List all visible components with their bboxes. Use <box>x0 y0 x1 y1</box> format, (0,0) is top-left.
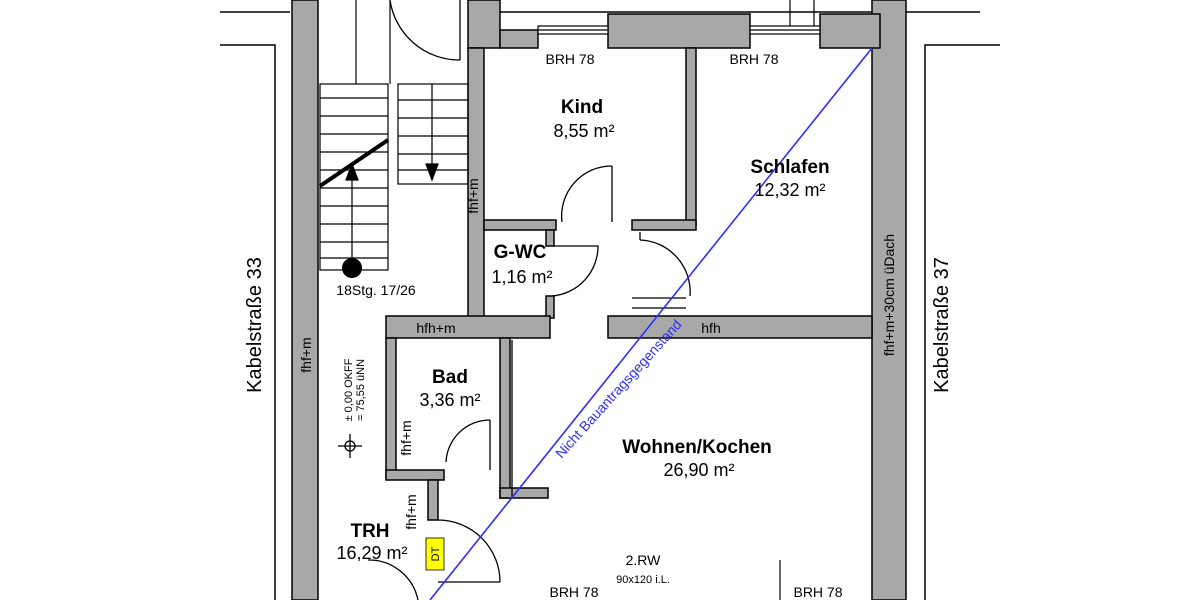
brh-label-top-right: BRH 78 <box>729 51 778 67</box>
label-fhf-m-bad: fhf+m <box>398 420 414 455</box>
room-area-gwc: 1,16 m² <box>491 267 552 287</box>
label-fhf-m-trh: fhf+m <box>403 494 419 529</box>
walls <box>291 0 907 600</box>
street-right: Kabelstraße 37 <box>931 257 953 393</box>
room-area-trh: 16,29 m² <box>336 543 407 563</box>
brh-label-bottom-right: BRH 78 <box>793 584 842 600</box>
brh-label-bottom-left: BRH 78 <box>549 584 598 600</box>
label-okff-1: ± 0,00 OKFF <box>343 358 355 421</box>
stairs <box>318 0 469 271</box>
dt-badge-label: DT <box>430 546 442 561</box>
room-name-trh: TRH <box>350 521 389 542</box>
label-fhf-dach: fhf+m+30cm üDach <box>881 234 897 356</box>
dt-badge: DT <box>425 537 445 571</box>
label-fhf-m-left: fhf+m <box>298 337 314 372</box>
room-name-bad: Bad <box>432 367 468 388</box>
room-area-wohnen: 26,90 m² <box>663 460 734 480</box>
not-subject-line <box>429 47 873 600</box>
stair-start-dot <box>342 258 362 278</box>
doors <box>367 0 691 600</box>
room-area-kind: 8,55 m² <box>553 121 614 141</box>
room-name-wohnen: Wohnen/Kochen <box>622 437 772 458</box>
room-area-bad: 3,36 m² <box>419 390 480 410</box>
brh-label-top-left: BRH 78 <box>545 51 594 67</box>
label-window-size: 90x120 i.L. <box>616 574 670 586</box>
level-marker-symbol <box>338 434 362 458</box>
label-window: 2.RW <box>626 552 662 568</box>
room-name-kind: Kind <box>561 97 603 118</box>
room-name-gwc: G-WC <box>494 242 547 263</box>
room-area-schlafen: 12,32 m² <box>754 180 825 200</box>
label-okff-2: = 75,55 üNN <box>355 359 367 421</box>
room-name-schlafen: Schlafen <box>750 157 829 178</box>
street-left: Kabelstraße 33 <box>244 257 266 393</box>
label-fhf-m-stair: fhf+m <box>465 178 481 213</box>
label-stairs: 18Stg. 17/26 <box>336 282 416 298</box>
label-hfh-m: hfh+m <box>416 320 455 336</box>
windows <box>537 0 821 600</box>
label-hfh: hfh <box>701 320 720 336</box>
neighbour-outlines <box>220 11 1000 600</box>
